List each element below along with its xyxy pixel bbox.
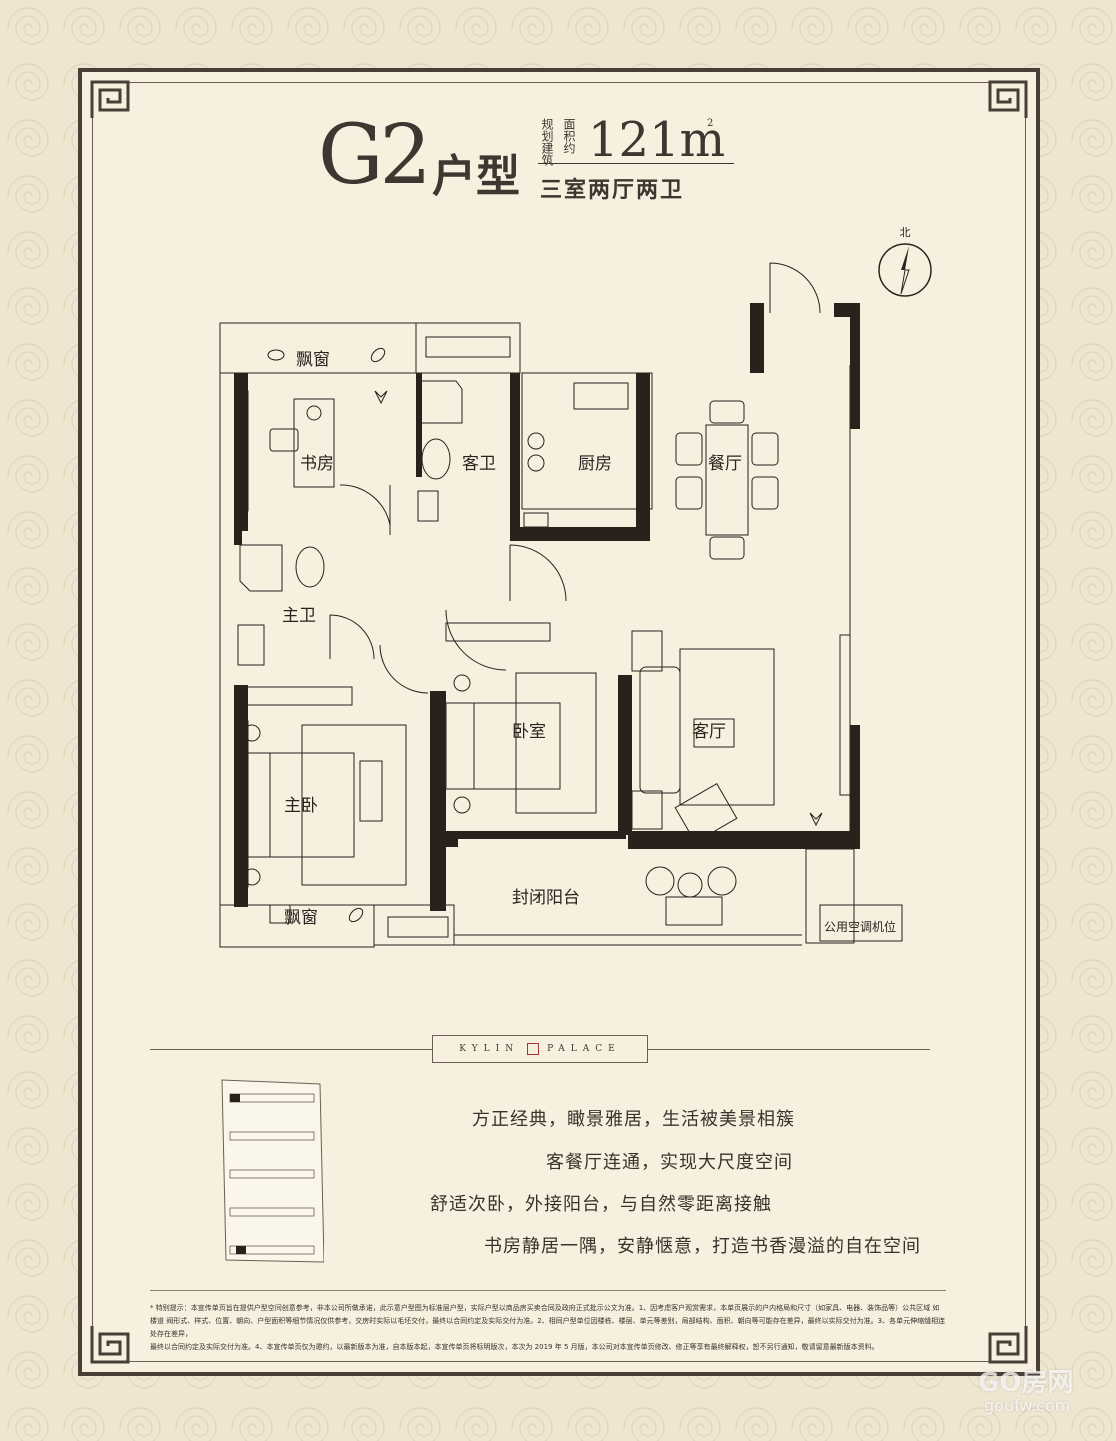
room-label-ac-platform: 公用空调机位 [824, 919, 896, 934]
slogan-line-4: 书房静居一隅，安静惬意，打造书香漫溢的自在空间 [484, 1236, 921, 1257]
brand-right: PALACE [547, 1044, 621, 1054]
room-label-bay-window-bottom: 飘窗 [284, 908, 318, 928]
slogan-line-3: 舒适次卧，外接阳台，与自然零距离接触 [430, 1194, 772, 1215]
room-label-guest-bath: 客卫 [462, 454, 496, 474]
room-label-living: 客厅 [692, 722, 726, 742]
compass-north-icon: 北 [878, 226, 932, 297]
room-configuration: 三室两厅两卫 [540, 177, 685, 203]
room-label-enclosed-balcony: 封闭阳台 [512, 888, 580, 908]
area-unit-superscript: 2 [707, 118, 714, 129]
area-label-approx: 面积约 [562, 118, 576, 154]
corner-ornament-bottom-left [90, 1326, 130, 1364]
room-label-bedroom: 卧室 [512, 722, 546, 742]
brand-rule-right [648, 1049, 930, 1050]
watermark-url: goufw.com [984, 1396, 1071, 1415]
disclaimer-line-2: 楼道 阀形式、样式、位置、朝向、户型面积等细节情况仅供参考，交房时实际以毛坯交付… [150, 1317, 946, 1338]
disclaimer-rule [150, 1290, 946, 1291]
compass-north-label: 北 [900, 226, 911, 239]
area-label-planned: 规划建筑 [540, 118, 554, 166]
disclaimer: * 特别提示：本宣传单页旨在提供户型空间创意参考，非本公司所做承诺，此示意户型图… [150, 1302, 950, 1354]
building-key-plan [221, 1079, 324, 1263]
corner-ornament-top-left [90, 80, 130, 118]
brand-seal-icon [527, 1043, 540, 1055]
area-value: 121m [588, 112, 726, 168]
unit-type-suffix: 户型 [432, 151, 520, 202]
room-label-master-bedroom: 主卧 [284, 796, 318, 816]
slogan-line-2: 客餐厅连通，实现大尺度空间 [546, 1152, 793, 1173]
watermark-logo: GO房网 [978, 1368, 1074, 1398]
room-label-kitchen: 厨房 [578, 454, 612, 474]
room-label-master-bath: 主卫 [282, 606, 316, 626]
slogan-line-1: 方正经典，瞰景雅居，生活被美景相簇 [472, 1109, 795, 1130]
brand-bar: KYLIN PALACE [432, 1035, 648, 1063]
disclaimer-line-1: * 特别提示：本宣传单页旨在提供户型空间创意参考，非本公司所做承诺，此示意户型图… [150, 1304, 940, 1312]
room-label-study: 书房 [300, 454, 334, 474]
room-label-bay-window-top: 飘窗 [296, 350, 330, 370]
unit-code: G2 [318, 108, 432, 203]
room-label-dining: 餐厅 [708, 454, 742, 474]
brand-rule-left [150, 1049, 432, 1050]
title-rule [538, 163, 734, 164]
disclaimer-line-3: 最终以合同约定及实际交付为准。4、本宣传单页仅为邀约，以最新版本为准，自本版本起… [150, 1343, 879, 1351]
corner-ornament-top-right [988, 80, 1028, 118]
brand-left: KYLIN [459, 1044, 520, 1054]
corner-ornament-bottom-right [988, 1326, 1028, 1364]
frame-inner-border [92, 82, 1026, 1362]
floor-plan: 飘窗 书房 客卫 厨房 餐厅 主卫 卧室 客厅 主卧 飘窗 封闭阳台 公用空调机… [219, 262, 903, 948]
